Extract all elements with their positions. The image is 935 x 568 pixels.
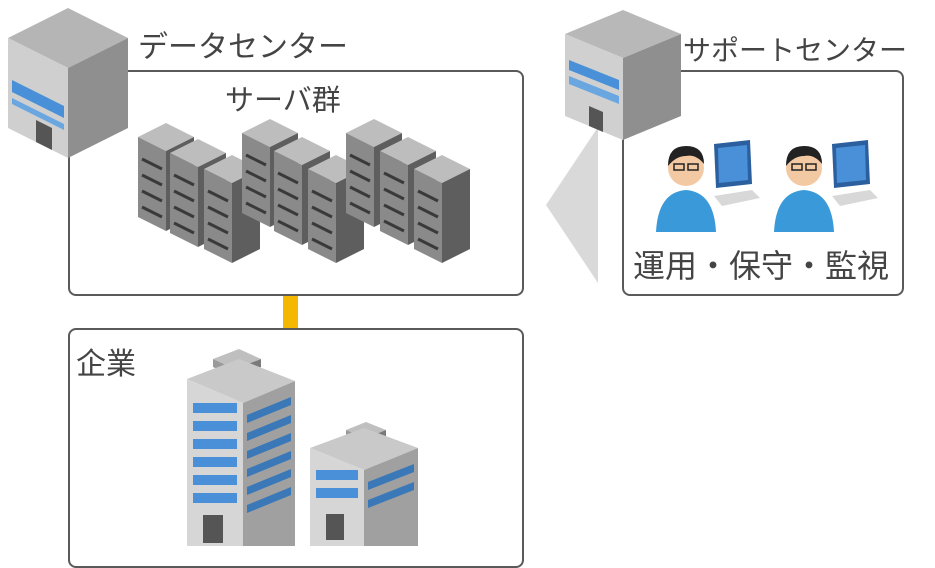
support-building-icon <box>565 10 681 140</box>
server-group-label: サーバ群 <box>225 83 341 117</box>
datacenter-title: データセンター <box>138 30 348 65</box>
datacenter-box <box>68 70 524 296</box>
connector-line <box>283 296 298 328</box>
operator-person-icon <box>774 140 878 232</box>
office-building-small-icon <box>310 422 418 546</box>
datacenter-building-icon <box>8 8 128 158</box>
support-caption: 運用・保守・監視 <box>633 247 890 285</box>
enterprise-title: 企業 <box>76 347 136 382</box>
diagram-canvas: データセンター サーバ群 サポートセンター 運用・保守・監視 企業 <box>8 8 908 568</box>
support-center-box <box>622 70 904 296</box>
support-center-title: サポートセンター <box>683 34 908 67</box>
server-rack-group <box>136 117 472 265</box>
office-building-tall-icon <box>187 349 295 546</box>
operator-person-icon <box>656 140 760 232</box>
support-pointer-triangle <box>546 127 598 283</box>
